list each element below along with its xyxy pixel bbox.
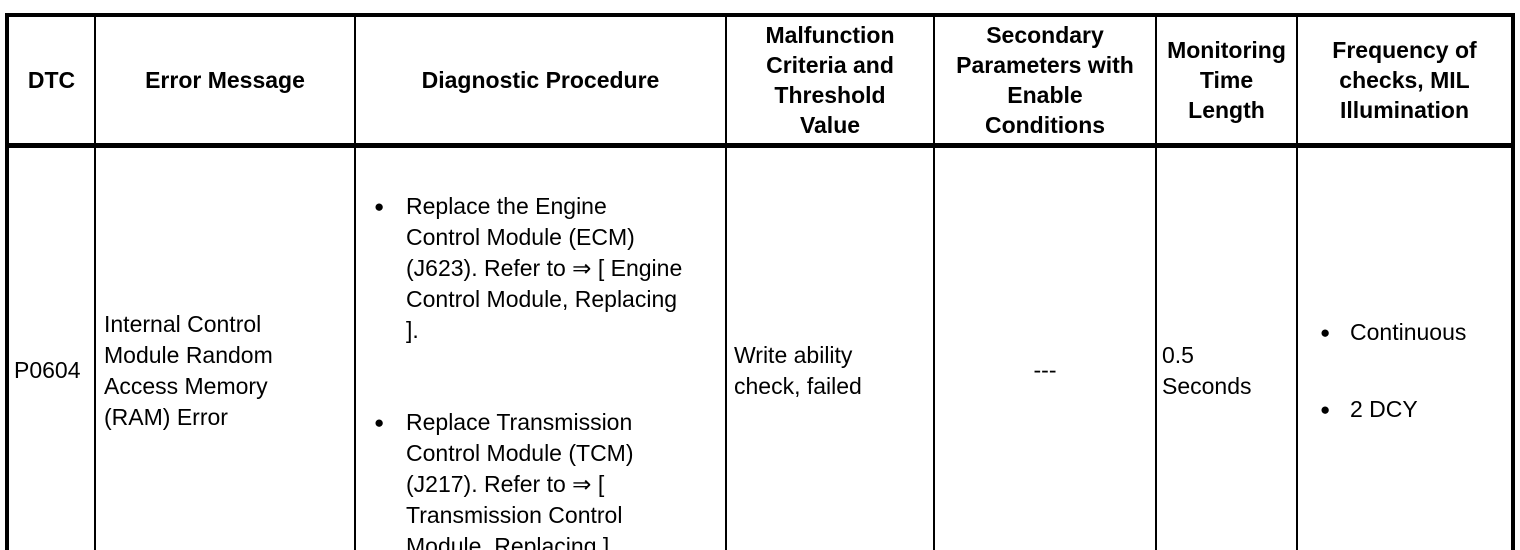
table-row: P0604 Internal Control Module Random Acc…: [6, 144, 1514, 550]
frequency-item-text: Continuous: [1350, 318, 1467, 345]
header-malfunction-criteria: Malfunction Criteria and Threshold Value: [725, 14, 935, 148]
header-monitoring-time: Monitoring Time Length: [1155, 14, 1298, 148]
bullet-icon: ●: [1320, 322, 1331, 342]
bullet-icon: ●: [374, 413, 385, 432]
header-dtc: DTC: [6, 14, 96, 148]
cell-secondary-parameters: ---: [933, 144, 1157, 550]
frequency-item-2: ● 2 DCY: [1299, 394, 1511, 425]
bullet-icon: ●: [374, 197, 385, 216]
header-diagnostic-procedure: Diagnostic Procedure: [354, 14, 727, 148]
header-frequency-mil: Frequency of checks, MIL Illumination: [1296, 14, 1514, 148]
header-row: DTC Error Message Diagnostic Procedure M…: [6, 14, 1514, 148]
diagnostic-step-text: Replace the Engine Control Module (ECM) …: [406, 193, 683, 343]
frequency-item-text: 2 DCY: [1350, 395, 1418, 422]
frequency-item-1: ● Continuous: [1299, 317, 1511, 348]
diagnostic-step-2: ● Replace Transmission Control Module (T…: [357, 407, 724, 550]
header-error-message: Error Message: [94, 14, 356, 148]
dtc-table: DTC Error Message Diagnostic Procedure M…: [5, 13, 1515, 550]
cell-monitoring-time: 0.5 Seconds: [1155, 144, 1298, 550]
cell-malfunction-criteria: Write ability check, failed: [725, 144, 935, 550]
diagnostic-step-1: ● Replace the Engine Control Module (ECM…: [357, 191, 724, 346]
cell-diagnostic-procedure: ● Replace the Engine Control Module (ECM…: [354, 144, 727, 550]
cell-frequency-mil: ● Continuous ● 2 DCY: [1296, 144, 1514, 550]
cell-dtc-code: P0604: [6, 144, 96, 550]
header-secondary-parameters: Secondary Parameters with Enable Conditi…: [933, 14, 1157, 148]
diagnostic-step-text: Replace Transmission Control Module (TCM…: [406, 409, 634, 550]
bullet-icon: ●: [1320, 399, 1331, 419]
cell-error-message: Internal Control Module Random Access Me…: [94, 144, 356, 550]
